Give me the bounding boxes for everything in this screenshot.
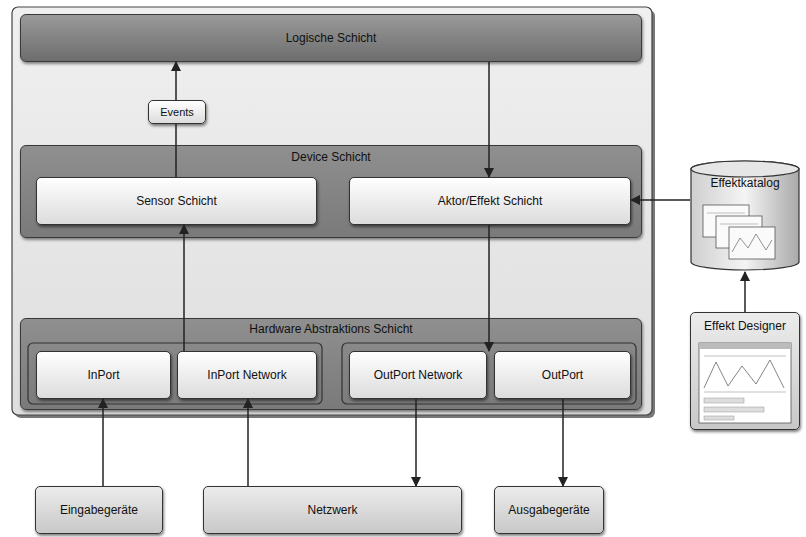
node-label: Effektkatalog	[710, 176, 779, 190]
outer-panel	[12, 7, 652, 415]
event-box: Events	[148, 100, 206, 124]
connector	[247, 399, 249, 486]
device-box: Ausgabegeräte	[494, 486, 604, 534]
port-box: InPort Network	[177, 351, 317, 399]
device-box: Netzwerk	[203, 486, 462, 534]
node-label: InPort Network	[207, 368, 286, 382]
port-box: InPort	[36, 351, 171, 399]
connector	[175, 62, 177, 100]
layer-box: Aktor/Effekt Schicht	[349, 177, 631, 225]
connector	[562, 399, 564, 486]
connector	[183, 225, 185, 351]
catalog-sheets	[703, 205, 775, 259]
layer-band: Hardware Abstraktions SchichtInPort InPor…	[20, 318, 642, 410]
node-label: Effekt Designer	[704, 319, 786, 333]
node-label: Netzwerk	[307, 503, 357, 517]
node-label: Device Schicht	[291, 150, 370, 164]
device-box: Eingabegeräte	[35, 486, 163, 534]
port-box: OutPort	[494, 351, 631, 399]
connector	[175, 124, 177, 177]
node-label: Aktor/Effekt Schicht	[438, 194, 543, 208]
node-label: OutPort	[542, 368, 583, 382]
node-label: Events	[160, 105, 194, 119]
group-frame	[28, 343, 322, 404]
node-label: Sensor Schicht	[136, 194, 217, 208]
layer-box: Sensor Schicht	[36, 177, 317, 225]
node-label: Hardware Abstraktions Schicht	[249, 322, 412, 336]
layer-band: Logische Schicht	[20, 14, 642, 62]
node-label: OutPort Network	[374, 368, 463, 382]
node-label: Ausgabegeräte	[508, 503, 589, 517]
node-label: Logische Schicht	[286, 31, 377, 45]
layer-band: Device SchichtSensor Schicht Aktor/Effekt…	[20, 145, 642, 238]
group-frame	[342, 343, 636, 404]
connector	[102, 399, 104, 486]
connector	[631, 199, 690, 201]
designer-screenshot	[699, 343, 791, 423]
connector	[415, 399, 417, 486]
connector	[488, 225, 490, 351]
port-box: OutPort Network	[349, 351, 487, 399]
node-label: Eingabegeräte	[60, 503, 138, 517]
node-label: InPort	[87, 368, 119, 382]
connector	[488, 62, 490, 177]
connector	[744, 272, 746, 312]
